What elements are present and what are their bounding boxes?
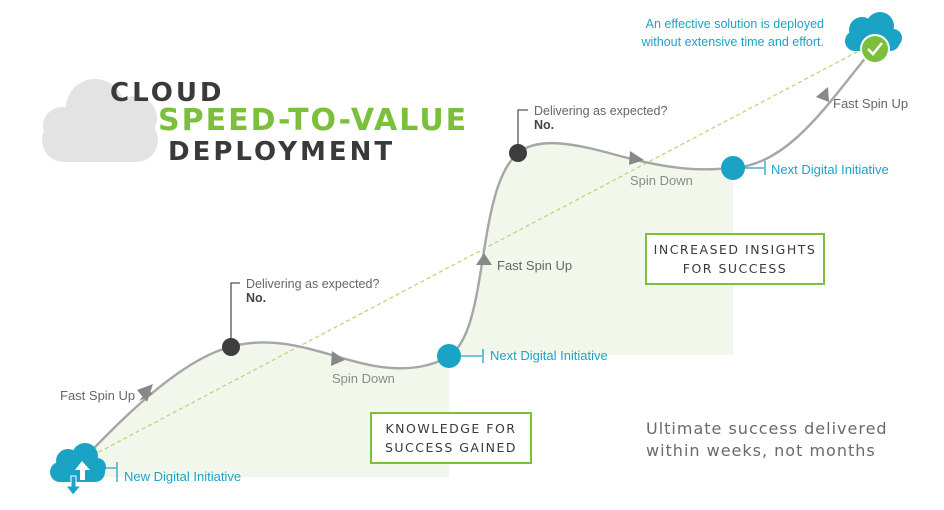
callout-delivering-1: Delivering as expected? No. [246, 277, 379, 305]
outcome-text: An effective solution is deployed withou… [600, 15, 824, 51]
label-spin-down-2: Spin Down [630, 173, 693, 188]
summary-line-1: Ultimate success delivered [646, 419, 888, 438]
label-no-1: No. [246, 291, 267, 305]
outcome-line-1: An effective solution is deployed [645, 17, 824, 31]
arrow-up-2 [476, 253, 492, 265]
insights-box: INCREASED INSIGHTS FOR SUCCESS [645, 233, 825, 285]
initiative-dot-2 [721, 156, 745, 180]
summary-line-2: within weeks, not months [646, 441, 876, 460]
callout-bracket-2 [517, 109, 528, 153]
callout-bracket-1 [230, 282, 240, 347]
initiative-dot-1 [437, 344, 461, 368]
arrow-up-1b [137, 384, 153, 402]
shaded-region-2 [449, 143, 733, 356]
knowledge-box: KNOWLEDGE FOR SUCCESS GAINED [370, 412, 532, 464]
label-next-initiative-1: Next Digital Initiative [490, 348, 608, 363]
cloud-check-icon [845, 12, 902, 64]
title-line-1: CLOUD [110, 78, 225, 108]
outcome-line-2: without extensive time and effort. [641, 35, 824, 49]
label-next-initiative-2: Next Digital Initiative [771, 162, 889, 177]
checkpoint-dot-2 [509, 144, 527, 162]
trend-line [79, 43, 873, 463]
label-no-2: No. [534, 118, 555, 132]
title-line-3: DEPLOYMENT [168, 137, 396, 167]
insights-box-line-1: INCREASED INSIGHTS [653, 242, 817, 257]
label-delivering-1: Delivering as expected? [246, 277, 380, 291]
label-fast-spin-up-2: Fast Spin Up [497, 258, 573, 273]
label-fast-spin-up-3: Fast Spin Up [833, 96, 909, 111]
arrow-right-1 [331, 351, 345, 366]
knowledge-box-line-2: SUCCESS GAINED [384, 440, 518, 455]
arrow-right-2 [629, 151, 644, 165]
insights-box-line-2: FOR SUCCESS [682, 261, 788, 276]
label-new-initiative: New Digital Initiative [124, 469, 242, 484]
shaded-region-1 [75, 342, 449, 477]
label-spin-down-1: Spin Down [332, 371, 395, 386]
cloud-icon [42, 79, 158, 162]
label-delivering-2: Delivering as expected? [534, 104, 668, 118]
knowledge-box-line-1: KNOWLEDGE FOR [385, 421, 517, 436]
label-fast-spin-up-1: Fast Spin Up [60, 388, 136, 403]
title-line-2: SPEED-TO-VALUE [158, 103, 469, 138]
callout-delivering-2: Delivering as expected? No. [534, 104, 667, 132]
cloud-upload-icon [50, 443, 106, 496]
checkpoint-dot-1 [222, 338, 240, 356]
arrow-up-3 [816, 87, 829, 102]
summary-text: Ultimate success delivered within weeks,… [646, 418, 888, 462]
